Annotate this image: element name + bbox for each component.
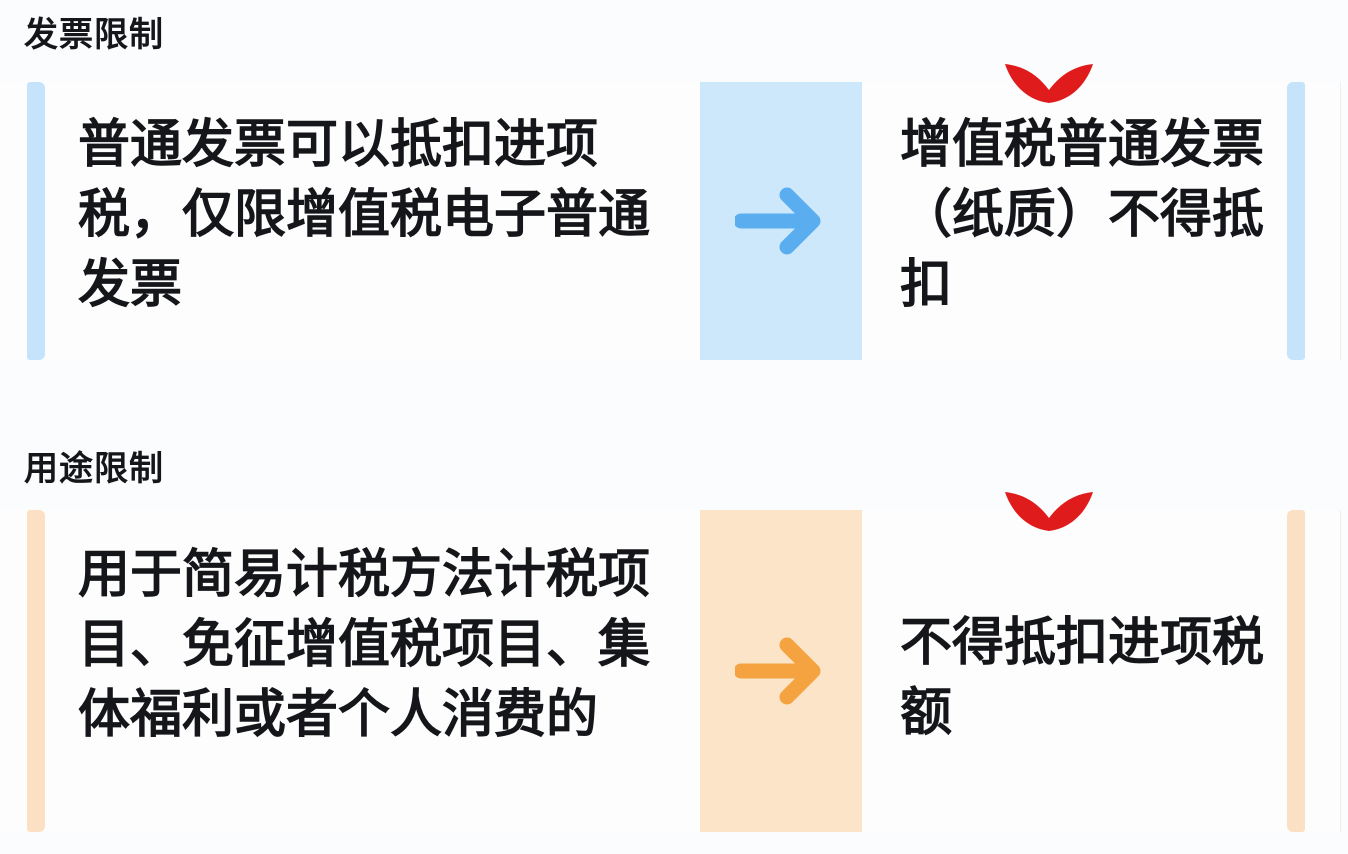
card-right-text: 不得抵扣进项税额 xyxy=(900,614,1265,742)
card-usage-restriction: 用于简易计税方法计税项目、免征增值税项目、集体福利或者个人消费的 不得抵扣进项税… xyxy=(0,492,1341,832)
accent-bar-right xyxy=(1287,82,1305,360)
arrow-right-icon xyxy=(735,187,821,255)
red-wing-mark-icon xyxy=(1003,60,1095,104)
section-heading-invoice-restriction: 发票限制 xyxy=(24,16,164,54)
card-invoice-restriction: 普通发票可以抵扣进项税，仅限增值税电子普通发票 增值税普通发票（纸质）不得抵扣 xyxy=(0,64,1341,360)
arrow-block xyxy=(700,510,862,832)
card-right-text: 增值税普通发票（纸质）不得抵扣 xyxy=(900,116,1265,314)
accent-bar-right xyxy=(1287,510,1305,832)
red-wing-mark-icon xyxy=(1003,488,1095,532)
card-left-text: 用于简易计税方法计税项目、免征增值税项目、集体福利或者个人消费的 xyxy=(78,546,651,744)
accent-bar-left xyxy=(27,82,45,360)
section-heading-usage-restriction: 用途限制 xyxy=(24,450,164,488)
card-left-text: 普通发票可以抵扣进项税，仅限增值税电子普通发票 xyxy=(78,116,651,314)
arrow-block xyxy=(700,82,862,360)
arrow-right-icon xyxy=(735,637,821,705)
accent-bar-left xyxy=(27,510,45,832)
